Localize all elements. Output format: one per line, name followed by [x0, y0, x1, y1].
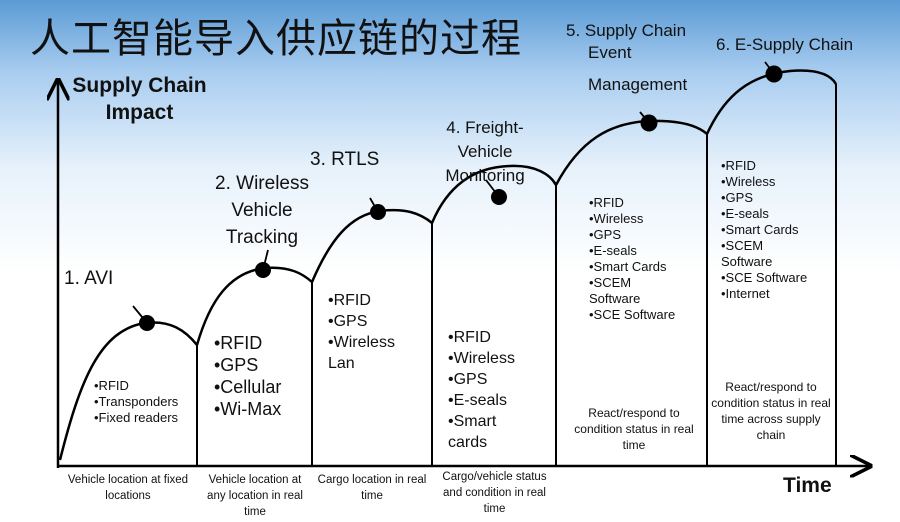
stage-3-description: Cargo location in real time [317, 474, 427, 502]
stage-2-label: 2. Wireless Vehicle Tracking [215, 173, 309, 248]
stage-4-label: 4. Freight- Vehicle Monitoring [445, 118, 525, 185]
stage-4-curve [430, 164, 558, 224]
stage-4-technologies: •RFID •Wireless •GPS •E-seals •Smart car… [448, 329, 515, 451]
stage-5-technologies: •RFID •Wireless •GPS •E-seals •Smart Car… [589, 195, 676, 322]
stage-1-description: Vehicle location at fixed locations [67, 474, 189, 502]
stage-6-label: 6. E-Supply Chain [716, 35, 854, 54]
stage-5-curve [554, 119, 708, 186]
stage-1-dot [139, 315, 155, 331]
stage-1-label: 1. AVI [64, 268, 114, 289]
stage-5-dot [640, 114, 658, 132]
stage-3-technologies: •RFID •GPS •Wireless Lan [328, 292, 395, 372]
stage-3-dot [370, 204, 386, 220]
stage-2-dot [255, 262, 271, 278]
stage-1-curve [58, 321, 198, 461]
stage-4-dot [491, 189, 507, 205]
x-axis-label: Time [783, 474, 832, 497]
stage-5-label: 5. Supply Chain Event Management [566, 21, 688, 94]
stage-6-response-note: React/respond to condition status in rea… [711, 380, 831, 442]
stage-2-technologies: •RFID •GPS •Cellular •Wi-Max [214, 333, 282, 419]
stage-6-curve [705, 69, 838, 135]
stage-1-technologies: •RFID •Transponders •Fixed readers [94, 378, 179, 425]
stage-6-dot [765, 65, 783, 83]
stage-4-description: Cargo/vehicle status and condition in re… [442, 471, 547, 515]
page-title: 人工智能导入供应链的过程 [30, 16, 522, 62]
stage-2-description: Vehicle location at any location in real… [207, 474, 303, 518]
stage-3-label: 3. RTLS [310, 149, 380, 170]
stage-3-curve [310, 208, 433, 283]
stage-6-technologies: •RFID •Wireless •GPS •E-seals •Smart Car… [721, 158, 808, 301]
stage-5-response-note: React/respond to condition status in rea… [574, 406, 694, 452]
y-axis-label: Supply Chain Impact [72, 74, 207, 124]
